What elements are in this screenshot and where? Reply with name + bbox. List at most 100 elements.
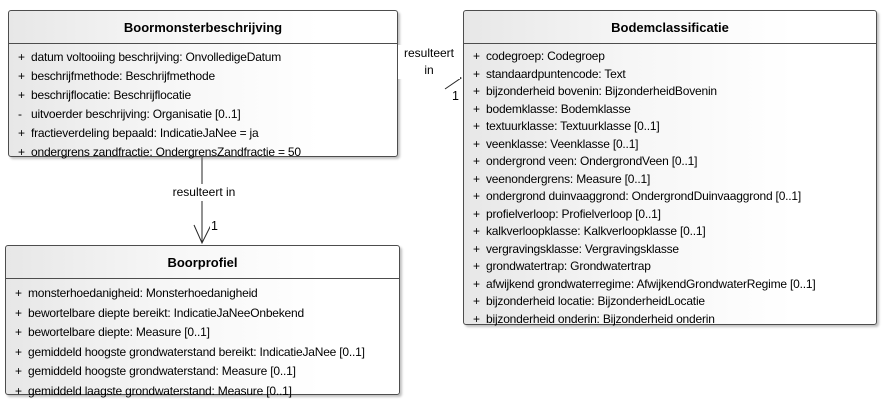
visibility-marker: + [18,126,25,140]
visibility-marker: + [473,136,480,151]
attribute-text: beschrijflocatie: Beschrijflocatie [31,88,191,102]
class-attribute: + beschrijflocatie: Beschrijflocatie [9,86,397,105]
visibility-marker: + [473,224,480,238]
attribute-text: bewortelbare diepte bereikt: IndicatieJa… [28,305,304,320]
visibility-marker: + [473,171,480,186]
class-title: Boormonsterbeschrijving [9,11,397,44]
class-boormonsterbeschrijving: Boormonsterbeschrijving + datum voltooii… [8,10,398,159]
class-attribute: + beschrijfmethode: Beschrijfmethode [9,67,397,86]
visibility-marker: + [473,119,480,133]
attribute-text: ondergrens zandfractie: OndergrensZandfr… [31,145,301,159]
attribute-text: monsterhoedanigheid: Monsterhoedanigheid [28,286,258,300]
visibility-marker: + [473,66,480,81]
class-attribute: + bewortelbare diepte: Measure [0..1] [6,323,399,343]
class-attribute: + bijzonderheid bovenin: BijzonderheidBo… [464,83,876,101]
class-attribute: + kalkverloopklasse: Kalkverloopklasse [… [464,223,876,241]
class-attribute: + fractieverdeling bepaald: IndicatieJaN… [9,124,397,143]
class-title: Bodemclassificatie [464,11,876,44]
visibility-marker: + [15,344,22,359]
visibility-marker: + [18,50,25,64]
class-attribute: + profielverloop: Profielverloop [0..1] [464,206,876,224]
class-title: Boorprofiel [6,246,399,279]
attribute-text: bewortelbare diepte: Measure [0..1] [28,325,210,339]
visibility-marker: + [473,276,480,291]
class-attribute: + ondergrond duinvaaggrond: OndergrondDu… [464,188,876,206]
visibility-marker: + [473,154,480,168]
attribute-text: profielverloop: Profielverloop [0..1] [486,206,661,221]
class-attribute: + gemiddeld hoogste grondwaterstand: Mea… [6,362,399,382]
visibility-marker: + [473,311,480,326]
visibility-marker: + [473,189,480,203]
attribute-text: bodemklasse: Bodemklasse [486,101,631,116]
class-attribute: + bewortelbare diepte bereikt: Indicatie… [6,304,399,324]
multiplicity-boorprofiel: 1 [210,219,219,233]
attribute-text: bijzonderheid bovenin: BijzonderheidBove… [486,84,717,98]
connector-label-line1: resulteert [403,46,455,60]
visibility-marker: + [473,294,480,308]
class-attribute: + datum voltooiing beschrijving: Onvolle… [9,48,397,67]
attribute-text: bijzonderheid onderin: Bijzonderheid ond… [486,311,715,326]
class-attribute: + standaardpuntencode: Text [464,66,876,84]
attribute-text: kalkverloopklasse: Kalkverloopklasse [0.… [486,224,706,238]
attribute-text: beschrijfmethode: Beschrijfmethode [31,69,215,83]
attribute-text: afwijkend grondwaterregime: AfwijkendGro… [486,276,816,291]
visibility-marker: + [15,325,22,339]
visibility-marker: + [18,145,25,159]
visibility-marker: + [473,84,480,98]
class-attribute: + grondwatertrap: Grondwatertrap [464,258,876,276]
attribute-text: grondwatertrap: Grondwatertrap [486,259,651,273]
class-boorprofiel: Boorprofiel + monsterhoedanigheid: Monst… [5,245,400,398]
visibility-marker: + [473,259,480,273]
attribute-text: bijzonderheid locatie: BijzonderheidLoca… [486,294,705,308]
class-attribute: + veenondergrens: Measure [0..1] [464,171,876,189]
attribute-text: fractieverdeling bepaald: IndicatieJaNee… [31,126,259,140]
visibility-marker: + [18,88,25,102]
class-attribute: + bodemklasse: Bodemklasse [464,101,876,119]
attribute-text: gemiddeld laagste grondwaterstand: Measu… [28,383,292,398]
attribute-text: veenondergrens: Measure [0..1] [486,171,651,186]
class-attribute: + bijzonderheid onderin: Bijzonderheid o… [464,311,876,329]
visibility-marker: + [15,286,22,300]
visibility-marker: + [473,101,480,116]
attribute-text: veenklasse: Veenklasse [0..1] [486,136,639,151]
attribute-text: ondergrond duinvaaggrond: OndergrondDuin… [486,189,802,203]
connector-label-line2: in [424,63,434,77]
attribute-list: + monsterhoedanigheid: Monsterhoedanighe… [6,279,399,401]
class-attribute: + vergravingsklasse: Vergravingsklasse [464,241,876,259]
visibility-marker: - [18,107,22,121]
attribute-text: textuurklasse: Textuurklasse [0..1] [486,119,660,133]
class-attribute: + gemiddeld hoogste grondwaterstand bere… [6,343,399,363]
class-attribute: + ondergrens zandfractie: OndergrensZand… [9,143,397,162]
attribute-text: vergravingsklasse: Vergravingsklasse [486,241,679,256]
class-attribute: + ondergrond veen: OndergrondVeen [0..1] [464,153,876,171]
arrowhead-down-icon [193,224,212,245]
attribute-text: codegroep: Codegroep [486,49,605,63]
connector-label-resulteert-in-vertical: resulteert in [164,184,244,201]
attribute-list: + codegroep: Codegroep + standaardpunten… [464,44,876,328]
class-attribute: + gemiddeld laagste grondwaterstand: Mea… [6,382,399,402]
visibility-marker: + [18,69,25,83]
attribute-list: + datum voltooiing beschrijving: Onvolle… [9,44,397,162]
attribute-text: standaardpuntencode: Text [486,66,626,81]
attribute-text: uitvoerder beschrijving: Organisatie [0.… [31,107,241,121]
class-attribute: - uitvoerder beschrijving: Organisatie [… [9,105,397,124]
attribute-text: gemiddeld hoogste grondwaterstand: Measu… [28,364,296,378]
class-attribute: + veenklasse: Veenklasse [0..1] [464,136,876,154]
class-attribute: + afwijkend grondwaterregime: AfwijkendG… [464,276,876,294]
visibility-marker: + [473,206,480,221]
class-attribute: + textuurklasse: Textuurklasse [0..1] [464,118,876,136]
visibility-marker: + [15,383,22,398]
class-bodemclassificatie: Bodemclassificatie + codegroep: Codegroe… [463,10,877,328]
class-attribute: + bijzonderheid locatie: BijzonderheidLo… [464,293,876,311]
class-attribute: + monsterhoedanigheid: Monsterhoedanighe… [6,284,399,304]
visibility-marker: + [15,364,22,378]
attribute-text: datum voltooiing beschrijving: Onvolledi… [31,50,282,64]
attribute-text: ondergrond veen: OndergrondVeen [0..1] [486,154,698,168]
multiplicity-bodemclassificatie: 1 [451,89,460,103]
visibility-marker: + [473,241,480,256]
connector-label-resulteert-in-horizontal: resulteert in [398,45,460,79]
visibility-marker: + [473,49,480,63]
visibility-marker: + [15,305,22,320]
attribute-text: gemiddeld hoogste grondwaterstand bereik… [28,344,365,359]
